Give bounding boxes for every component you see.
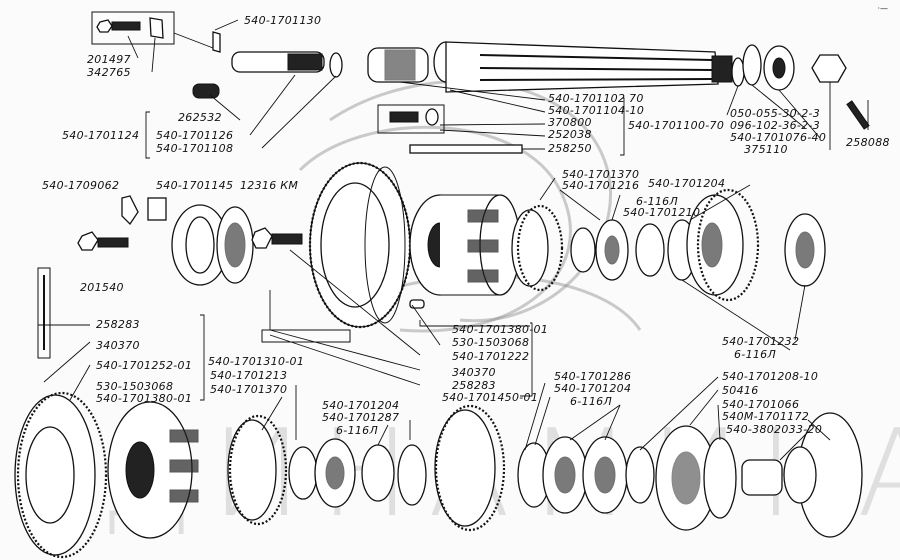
part-label: 540-1701130 xyxy=(244,14,322,27)
part-label: 540-1701204 xyxy=(554,382,632,395)
corner-mark: ·— xyxy=(877,4,888,13)
part-label: 540-1701450-01 xyxy=(442,391,539,404)
part-label: 540-1701210 xyxy=(623,206,701,219)
part-label: 540-1701310-01 xyxy=(208,355,305,368)
gear-set-bottom xyxy=(14,391,863,559)
part-label: 540-1709062 xyxy=(42,179,120,192)
part-label: 540-1701232 xyxy=(722,335,800,348)
bearing-12316 xyxy=(77,195,254,286)
part-label: 540-3802033-20 xyxy=(726,423,823,436)
part-label: 6-116Л xyxy=(570,395,613,408)
part-label: 540-1701104-10 xyxy=(548,104,645,117)
gear-set-middle xyxy=(511,188,826,302)
part-label: 340370 xyxy=(96,339,140,352)
part-label: 370800 xyxy=(548,116,592,129)
part-label: 540-1701287 xyxy=(322,411,400,424)
part-label: 252038 xyxy=(548,128,592,141)
input-shaft xyxy=(367,41,733,93)
part-label: 050-055-30-2-3 xyxy=(730,107,821,120)
part-label: 540-1701213 xyxy=(210,369,288,382)
part-label: 258250 xyxy=(548,142,592,155)
part-label: 540-1701126 xyxy=(156,129,234,142)
shift-pin xyxy=(192,51,343,99)
part-label: 540-1701066 xyxy=(722,398,800,411)
part-label: 540-1701286 xyxy=(554,370,632,383)
ring-gear-large xyxy=(308,161,412,329)
part-label: 530-1503068 xyxy=(96,380,174,393)
part-label: 540-1701380-01 xyxy=(96,392,193,405)
part-label: 540-1701222 xyxy=(452,350,530,363)
part-label: 258283 xyxy=(96,318,140,331)
part-label: 540-1701370 xyxy=(562,168,640,181)
part-label: 540М-1701172 xyxy=(722,410,810,423)
part-label: 096-102-36-2-3 xyxy=(730,119,821,132)
part-label: 375110 xyxy=(744,143,788,156)
part-label: 12316 КМ xyxy=(240,179,299,192)
part-label: 540-1701380-01 xyxy=(452,323,549,336)
bolt-201497-group xyxy=(91,11,221,53)
part-label: 340370 xyxy=(452,366,496,379)
part-label: 530-1503068 xyxy=(452,336,530,349)
part-label: 540-1701204 xyxy=(648,177,726,190)
part-label: 540-1701100-70 xyxy=(628,119,725,132)
part-label: 540-1701076-40 xyxy=(730,131,827,144)
part-label: 540-1701108 xyxy=(156,142,234,155)
part-label: 262532 xyxy=(178,111,222,124)
part-label: 540-1701102 70 xyxy=(548,92,644,105)
part-label: 540-1701124 xyxy=(62,129,140,142)
part-label: 540-1701204 xyxy=(322,399,400,412)
part-label: 540-1701145 xyxy=(156,179,234,192)
part-label: 540-1701252-01 xyxy=(96,359,193,372)
part-label: 258088 xyxy=(846,136,890,149)
bolt-ring-gear xyxy=(37,227,351,359)
part-label: 258283 xyxy=(452,379,496,392)
part-label: 6-116Л xyxy=(336,424,379,437)
part-label: 540-1701216 xyxy=(562,179,640,192)
part-label: 540-1701370 xyxy=(210,383,288,396)
part-label: 201497 xyxy=(87,53,131,66)
part-label: 50416 xyxy=(722,384,759,397)
part-label: 342765 xyxy=(87,66,131,79)
part-label: 6-116Л xyxy=(636,195,679,208)
part-label: 6-116Л xyxy=(734,348,777,361)
clutch-drum xyxy=(409,194,521,309)
part-label: 201540 xyxy=(80,281,124,294)
leader-lines xyxy=(38,19,869,461)
shaft-end-parts xyxy=(731,44,870,130)
part-label: 540-1701208-10 xyxy=(722,370,819,383)
